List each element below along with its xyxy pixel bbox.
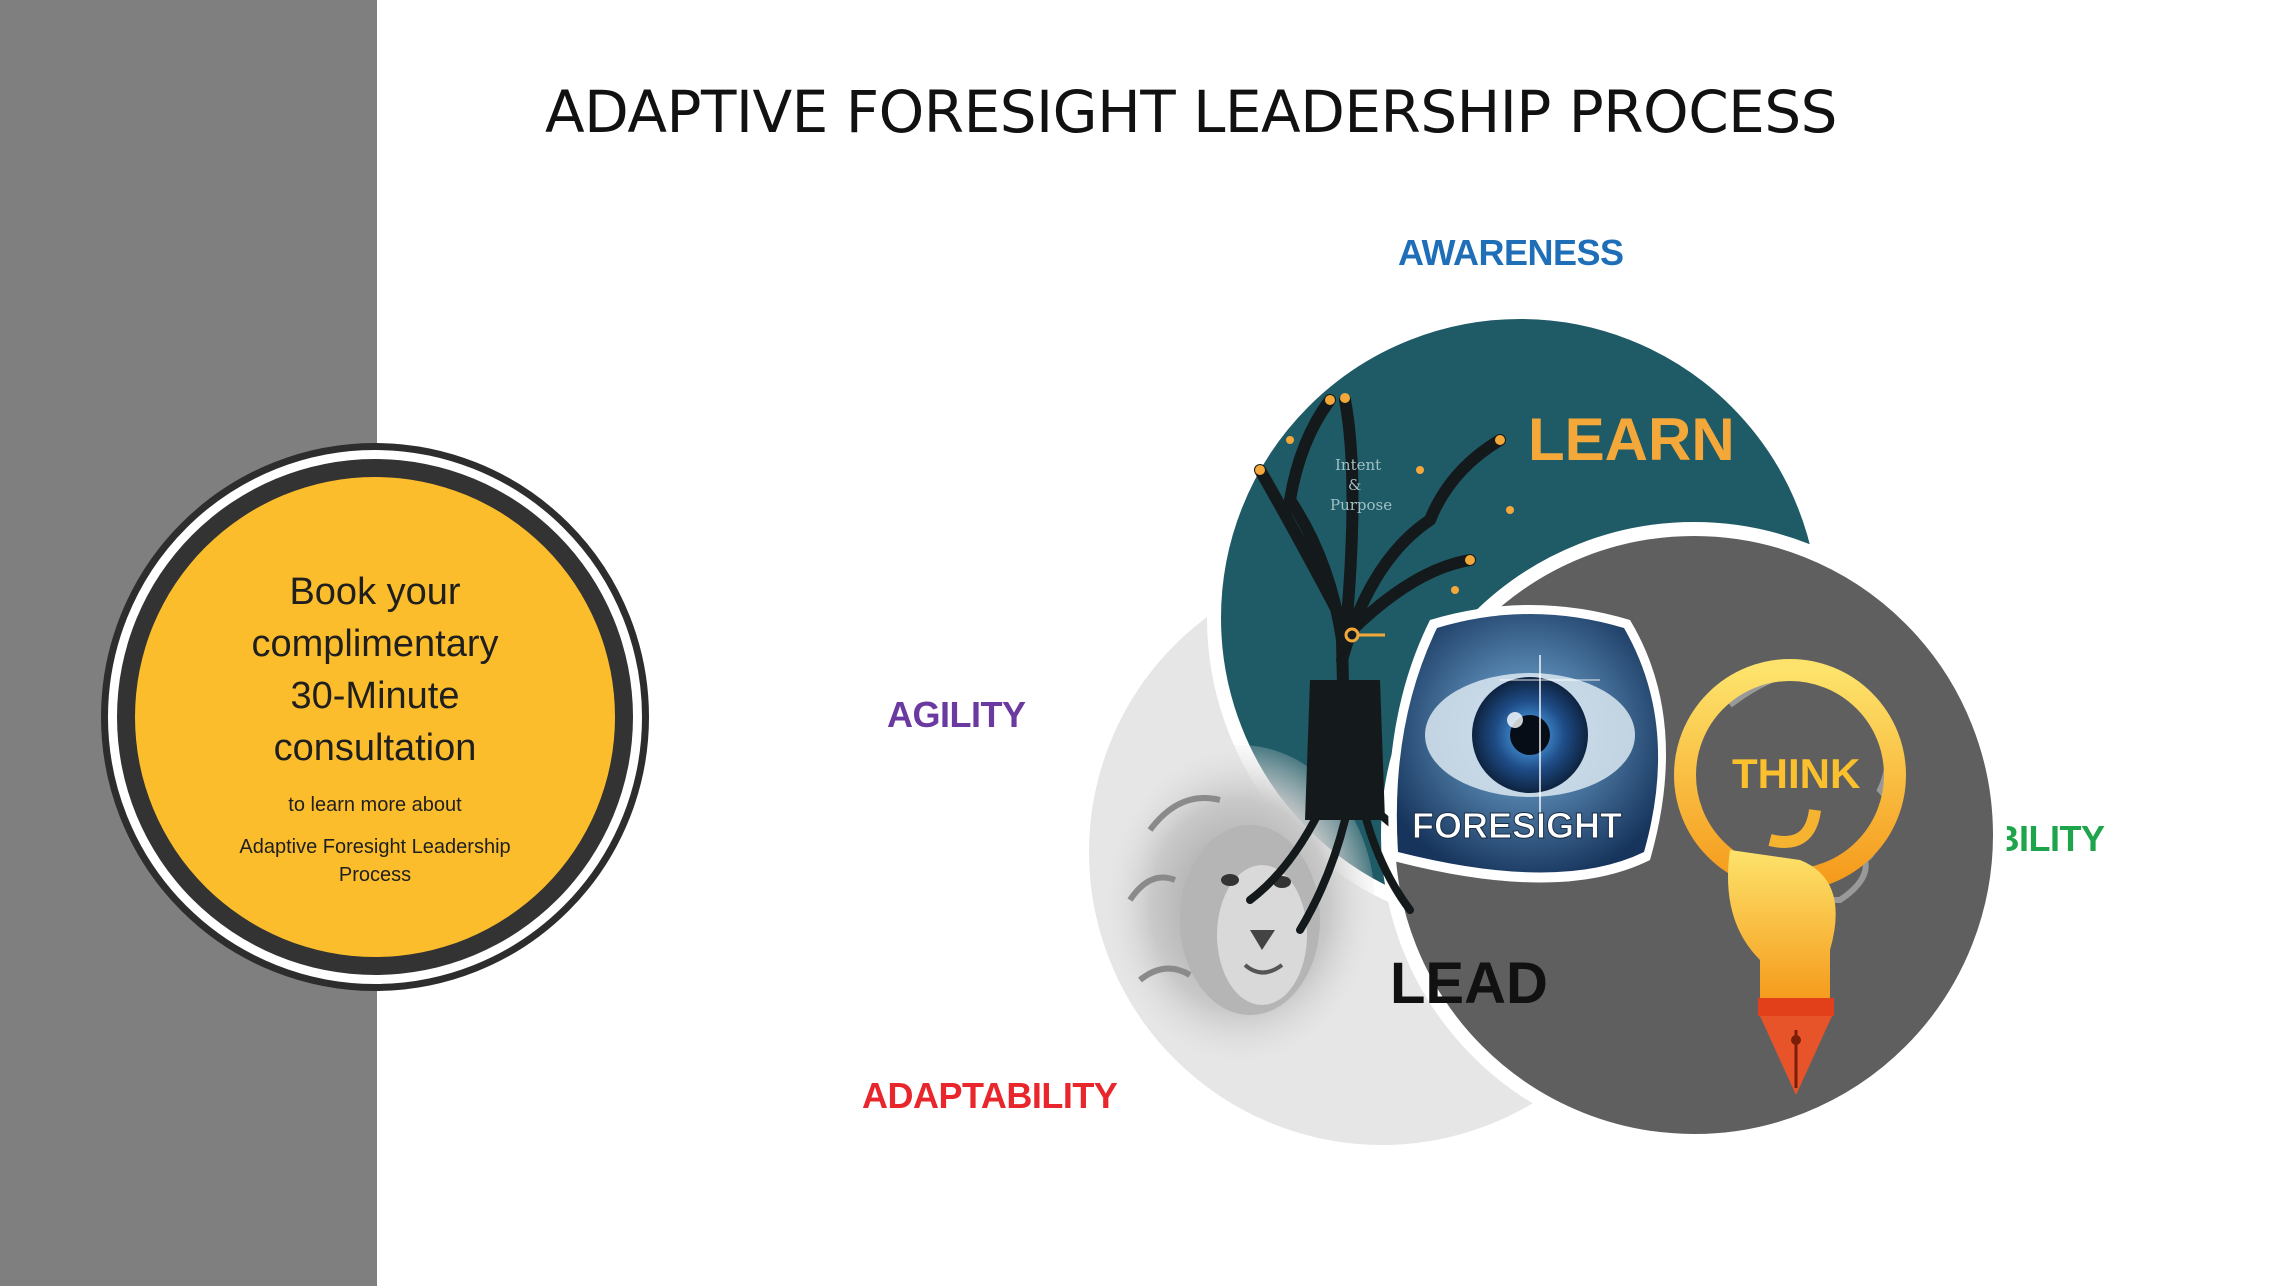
cta-subtext: to learn more about <box>288 793 462 816</box>
tree-text-intent: Intent <box>1335 456 1381 474</box>
adaptability-label: ADAPTABILITY <box>862 1075 1118 1116</box>
cta-heading: Book your complimentary 30-Minute consul… <box>251 570 499 769</box>
cta-topic: Adaptive Foresight Leadership Process <box>239 835 511 886</box>
tree-icon: Intent & Purpose <box>1246 393 1514 934</box>
awareness-label: AWARENESS <box>1398 232 1624 273</box>
page-title: ADAPTIVE FORESIGHT LEADERSHIP PROCESS <box>545 78 1837 146</box>
learn-label: LEARN <box>1528 406 1735 473</box>
lion-icon <box>1105 745 1375 1065</box>
foresight-label: FORESIGHT <box>1412 805 1622 846</box>
cta-button[interactable]: Book your complimentary 30-Minute consul… <box>135 477 615 957</box>
lightbulb-head-icon <box>1674 659 1906 1000</box>
eye-icon <box>1425 655 1635 830</box>
key-icon <box>1344 627 1385 643</box>
tree-text-and: & <box>1348 476 1361 494</box>
agility-label: AGILITY <box>887 694 1026 735</box>
pen-nib-icon <box>1758 998 1834 1095</box>
tree-text-purpose: Purpose <box>1330 496 1392 514</box>
lead-label: LEAD <box>1390 951 1548 1016</box>
think-label: THINK <box>1732 750 1860 797</box>
